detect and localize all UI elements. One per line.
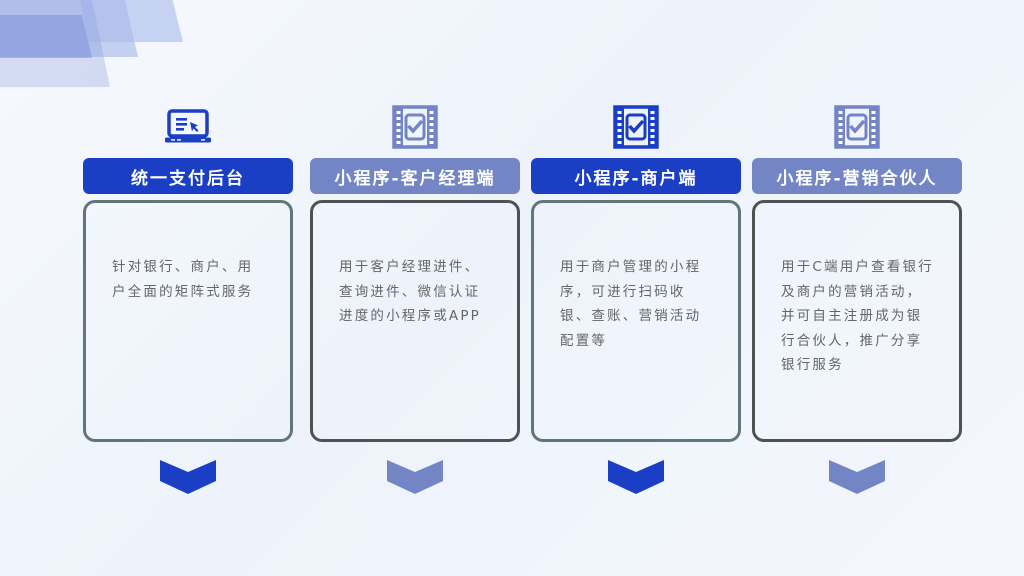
decorative-shape — [0, 0, 138, 57]
column-mini-program-account-manager: 小程序-客户经理端 用于客户经理进件、查询进件、微信认证进度的小程序或APP — [310, 100, 520, 500]
decorative-shape — [0, 15, 92, 58]
description-text: 用于C端用户查看银行及商户的营销活动，并可自主注册成为银行合伙人，推广分享银行服… — [781, 259, 934, 373]
description-text: 针对银行、商户、用户全面的矩阵式服务 — [112, 259, 254, 300]
film-checkbox-icon — [612, 105, 660, 149]
description-text: 用于客户经理进件、查询进件、微信认证进度的小程序或APP — [339, 259, 482, 324]
column-title: 统一支付后台 — [83, 158, 293, 194]
description-card: 用于商户管理的小程序，可进行扫码收银、查账、营销活动配置等 — [531, 200, 741, 442]
column-title: 小程序-营销合伙人 — [752, 158, 962, 194]
column-mini-program-marketing-partner: 小程序-营销合伙人 用于C端用户查看银行及商户的营销活动，并可自主注册成为银行合… — [752, 100, 962, 500]
description-card: 用于C端用户查看银行及商户的营销活动，并可自主注册成为银行合伙人，推广分享银行服… — [752, 200, 962, 442]
chevron-down-icon — [829, 460, 885, 494]
description-text: 用于商户管理的小程序，可进行扫码收银、查账、营销活动配置等 — [560, 259, 702, 349]
decorative-shape — [0, 0, 110, 87]
column-title: 小程序-商户端 — [531, 158, 741, 194]
laptop-cursor-icon — [164, 105, 212, 149]
decorative-shape — [125, 0, 183, 42]
column-title: 小程序-客户经理端 — [310, 158, 520, 194]
decorative-shape — [80, 0, 183, 42]
column-unified-payment-backend: 统一支付后台 针对银行、商户、用户全面的矩阵式服务 — [83, 100, 293, 500]
description-card: 用于客户经理进件、查询进件、微信认证进度的小程序或APP — [310, 200, 520, 442]
film-checkbox-icon — [833, 105, 881, 149]
chevron-down-icon — [160, 460, 216, 494]
description-card: 针对银行、商户、用户全面的矩阵式服务 — [83, 200, 293, 442]
film-checkbox-icon — [391, 105, 439, 149]
chevron-down-icon — [387, 460, 443, 494]
chevron-down-icon — [608, 460, 664, 494]
column-mini-program-merchant: 小程序-商户端 用于商户管理的小程序，可进行扫码收银、查账、营销活动配置等 — [531, 100, 741, 500]
